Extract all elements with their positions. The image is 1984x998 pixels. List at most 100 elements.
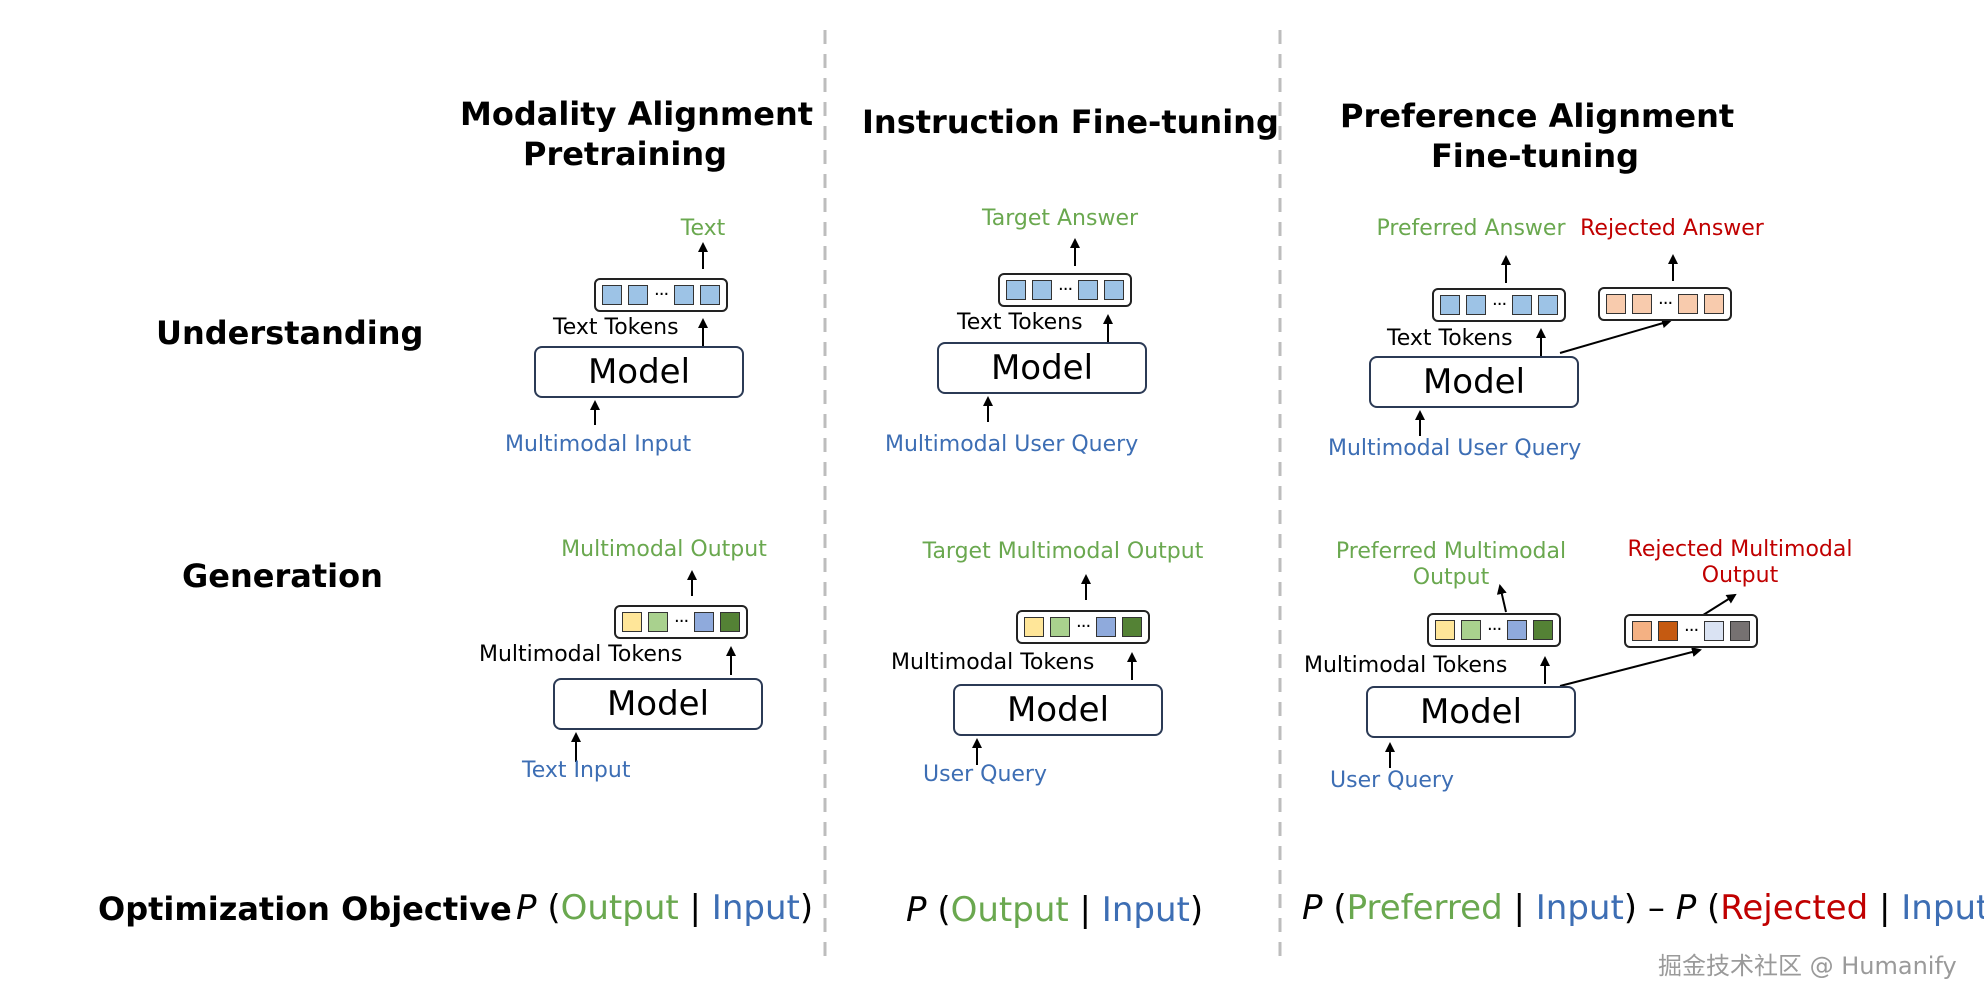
input-label: User Query [1330, 768, 1454, 793]
model-box: Model [1369, 356, 1579, 408]
token [628, 285, 648, 305]
arrow-rejected-tokens-to-output [1699, 593, 1737, 618]
input-term: Input [1101, 890, 1190, 930]
token [1024, 617, 1044, 637]
arrow-model-to-rejected-tokens [1559, 318, 1672, 354]
token [1461, 620, 1481, 640]
token [1658, 621, 1678, 641]
row-label-generation: Generation [182, 557, 383, 595]
model-box: Model [553, 678, 763, 730]
tokens-label: Text Tokens [1387, 326, 1513, 351]
minus-sign: – [1647, 888, 1665, 928]
multimodal-token-bar: ··· [614, 605, 749, 639]
given-bar: | [1513, 888, 1525, 928]
output-label: Multimodal Output [561, 537, 767, 562]
token [1122, 617, 1143, 637]
column-header-line: Instruction Fine-tuning [862, 103, 1279, 141]
input-label: Text Input [522, 758, 631, 783]
token [694, 612, 715, 632]
token [1032, 280, 1052, 300]
token [1078, 280, 1099, 300]
ellipsis: ··· [1058, 279, 1073, 300]
token [622, 612, 642, 632]
probability-symbol: P [1302, 888, 1323, 928]
model-box: Model [534, 346, 744, 398]
output-label: Target Answer [981, 206, 1139, 231]
arrow-preferred-tokens-to-output [1496, 584, 1507, 613]
preferred-label-line: Preferred Multimodal [1335, 539, 1567, 564]
output-label: Text [680, 216, 726, 241]
token [1050, 617, 1070, 637]
output-term: Output [560, 888, 679, 928]
rejected-label: Rejected Answer [1580, 216, 1764, 241]
token [1533, 620, 1554, 640]
objective-pretraining: P (Output | Input) [516, 888, 813, 928]
token [648, 612, 668, 632]
ellipsis: ··· [654, 284, 669, 305]
column-header-line: Modality Alignment [460, 95, 814, 133]
input-term: Input [711, 888, 800, 928]
given-bar: | [689, 888, 701, 928]
column-header-line: Pretraining [522, 135, 727, 173]
token [1507, 620, 1528, 640]
ellipsis: ··· [674, 611, 689, 632]
probability-symbol: P [516, 888, 537, 928]
multimodal-token-bar: ··· [1016, 610, 1151, 644]
token [1606, 294, 1626, 314]
tokens-label: Multimodal Tokens [1304, 653, 1508, 678]
objective-preference: P (Preferred | Input) – P (Rejected | In… [1302, 888, 1984, 928]
token [1538, 295, 1559, 315]
close-paren: ) [799, 888, 814, 928]
token [602, 285, 622, 305]
ellipsis: ··· [1487, 619, 1502, 640]
column-header-instruction: Instruction Fine-tuning [862, 102, 1279, 142]
token [1730, 621, 1751, 641]
tokens-label: Multimodal Tokens [891, 650, 1095, 675]
rejected-token-bar: ··· [1624, 614, 1759, 648]
output-label: Target Multimodal Output [922, 539, 1204, 564]
tokens-label: Text Tokens [957, 310, 1083, 335]
input-term: Input [1901, 888, 1984, 928]
column-header-preference: Preference Alignment Fine-tuning [1340, 96, 1735, 176]
open-paren: ( [937, 890, 951, 930]
open-paren: ( [547, 888, 561, 928]
model-box: Model [1366, 686, 1576, 738]
model-box: Model [953, 684, 1163, 736]
input-label: User Query [923, 762, 1047, 787]
rejected-label: Rejected Multimodal Output [1628, 537, 1853, 589]
column-header-line: Fine-tuning [1430, 137, 1640, 175]
token [1678, 294, 1699, 314]
rejected-token-bar: ··· [1598, 287, 1733, 321]
token [1704, 621, 1725, 641]
input-label: Multimodal Input [505, 432, 692, 457]
ellipsis: ··· [1076, 616, 1091, 637]
preferred-term: Preferred [1346, 888, 1503, 928]
output-term: Output [950, 890, 1069, 930]
given-bar: | [1079, 890, 1091, 930]
tokens-label: Text Tokens [553, 315, 679, 340]
preferred-label: Preferred Answer [1376, 216, 1566, 241]
input-label: Multimodal User Query [1328, 436, 1582, 461]
ellipsis: ··· [1684, 620, 1699, 641]
open-paren: ( [1707, 888, 1721, 928]
objective-instruction: P (Output | Input) [906, 890, 1203, 930]
rejected-label-line: Output [1701, 563, 1779, 588]
token [1435, 620, 1455, 640]
input-term: Input [1535, 888, 1624, 928]
arrow-model-to-rejected-tokens [1559, 647, 1702, 687]
rejected-term: Rejected [1720, 888, 1869, 928]
column-header-line: Preference Alignment [1340, 97, 1735, 135]
preferred-label-line: Output [1412, 565, 1490, 590]
preferred-token-bar: ··· [1432, 288, 1567, 322]
token [1632, 294, 1652, 314]
given-bar: | [1879, 888, 1891, 928]
token [1006, 280, 1026, 300]
token [700, 285, 721, 305]
text-token-bar: ··· [998, 273, 1133, 307]
column-header-pretraining: Modality Alignment Pretraining [460, 94, 814, 174]
probability-symbol: P [1675, 888, 1697, 928]
token [674, 285, 695, 305]
token [1440, 295, 1460, 315]
token [1096, 617, 1117, 637]
